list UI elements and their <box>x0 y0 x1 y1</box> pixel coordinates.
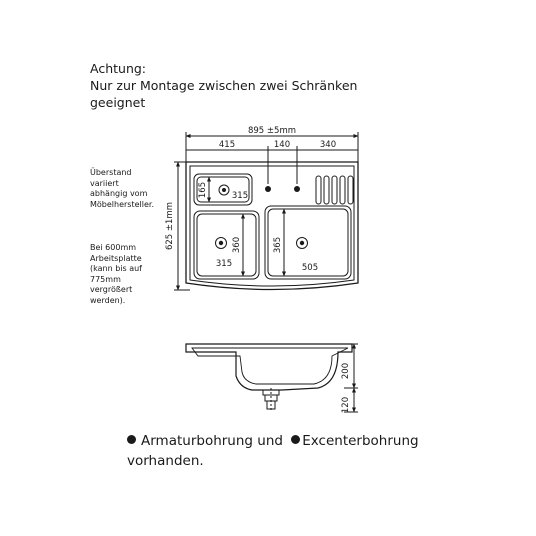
worktop-note-line: werden). <box>90 295 126 305</box>
left-bowl-height-label: 360 <box>232 237 242 253</box>
drainer-groove <box>339 175 346 205</box>
footer-part-2: Excenterbohrung <box>302 433 419 449</box>
drainer-groove <box>347 175 354 205</box>
overhang-note-line: variiert <box>90 178 119 188</box>
drainer-groove <box>323 175 330 205</box>
section-lower-label: 120 <box>341 397 351 413</box>
top-view <box>174 132 359 291</box>
warning-line-2: Nur zur Montage zwischen zwei Schränken <box>90 78 358 93</box>
segment-right-label: 340 <box>320 140 336 150</box>
drainer-grooves <box>315 175 354 205</box>
overhang-note: Überstand variiert abhängig vom Möbelher… <box>90 168 154 210</box>
small-bowl-inner <box>196 176 250 203</box>
section-upper-label: 200 <box>341 363 351 379</box>
right-bowl-height-label: 365 <box>273 237 283 253</box>
footer-line-2: vorhanden. <box>127 453 204 469</box>
drain-outlet-icon <box>262 388 280 411</box>
holes <box>215 184 308 249</box>
bullet-icon <box>291 435 301 444</box>
depth-label: 625 ±1mm <box>165 202 175 250</box>
drain-icon <box>296 237 308 249</box>
small-bowl-height-label: 165 <box>198 182 208 198</box>
section-labels: 200 120 <box>341 363 351 413</box>
warning-line-1: Achtung: <box>90 61 147 76</box>
drain-icon <box>215 237 227 249</box>
section-view <box>185 343 358 413</box>
footer-part-1: Armaturbohrung und <box>141 433 283 449</box>
small-bowl <box>193 173 253 206</box>
tap-hole-icon <box>265 186 271 192</box>
left-bowl-width-label: 315 <box>216 259 232 269</box>
segment-left-label: 415 <box>219 140 235 150</box>
left-bowl <box>193 210 260 280</box>
warning-line-3: geeignet <box>90 95 146 110</box>
drainer-groove <box>331 175 338 205</box>
footer-note: Armaturbohrung und Excenterbohrung vorha… <box>127 431 419 471</box>
sink-outline-inner <box>189 165 355 287</box>
mounting-warning: Achtung: Nur zur Montage zwischen zwei S… <box>90 60 357 111</box>
right-bowl-inner <box>267 208 349 277</box>
left-bowl-inner <box>196 213 257 277</box>
worktop-note-line: Arbeitsplatte <box>90 253 142 263</box>
dimension-labels: 895 ±5mm 415 140 340 625 ±1mm 165 315 36… <box>165 126 336 273</box>
section-inner-profile <box>191 347 349 385</box>
right-bowl-width-label: 505 <box>302 263 318 273</box>
small-bowl-width-label: 315 <box>232 191 248 201</box>
overhang-note-line: Möbelhersteller. <box>90 199 154 209</box>
overhang-note-line: abhängig vom <box>90 189 148 198</box>
drain-icon <box>218 184 230 196</box>
worktop-note-line: (kann bis auf <box>90 264 142 273</box>
worktop-note-line: 775mm <box>90 274 121 284</box>
worktop-note-line: vergrößert <box>90 285 133 294</box>
tap-hole-icon <box>294 186 300 192</box>
worktop-note: Bei 600mm Arbeitsplatte (kann bis auf 77… <box>90 243 142 306</box>
worktop-note-line: Bei 600mm <box>90 243 137 252</box>
right-bowl <box>264 205 352 280</box>
overhang-note-line: Überstand <box>90 168 132 177</box>
sink-outline <box>185 161 359 291</box>
segment-middle-label: 140 <box>274 140 290 150</box>
section-outer-profile <box>185 343 353 391</box>
drainer-groove <box>315 175 322 205</box>
total-width-label: 895 ±5mm <box>248 126 296 136</box>
footer-line-1: Armaturbohrung und Excenterbohrung <box>127 431 419 451</box>
bullet-icon <box>127 435 136 444</box>
